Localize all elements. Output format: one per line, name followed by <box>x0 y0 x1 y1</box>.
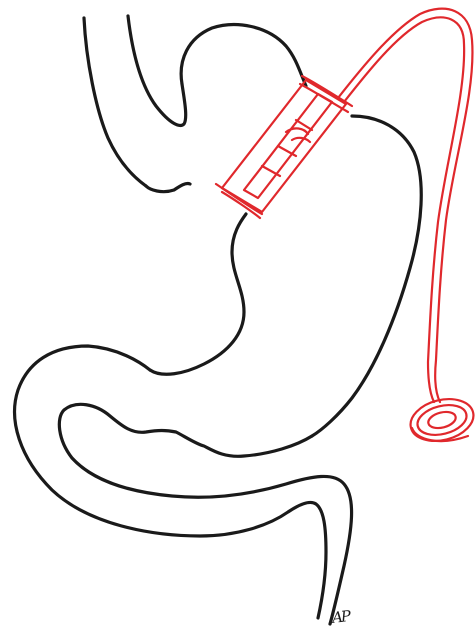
antrum-outer-wall <box>15 346 326 618</box>
artist-signature: AP <box>331 607 350 627</box>
duodenum-inner-wall <box>59 404 351 624</box>
stomach-outline <box>15 16 422 624</box>
lesser-curvature <box>146 183 246 374</box>
band-inner-panel <box>244 94 332 198</box>
access-port <box>406 393 476 447</box>
gastric-band <box>216 9 476 447</box>
esophagus-right-wall <box>128 16 186 125</box>
band-bottom-rim <box>216 184 262 218</box>
band-tubing-outer <box>338 9 472 402</box>
esophagus-left-wall <box>84 18 146 186</box>
band-tubing-inner <box>344 17 464 402</box>
